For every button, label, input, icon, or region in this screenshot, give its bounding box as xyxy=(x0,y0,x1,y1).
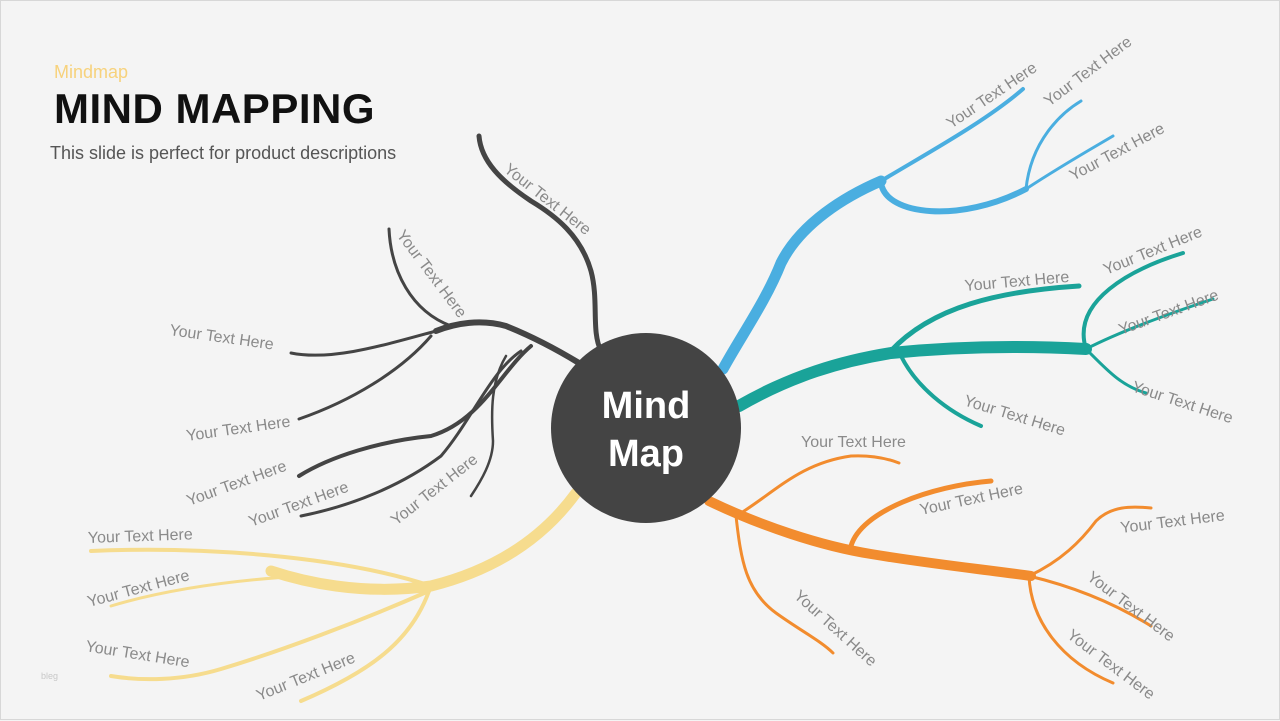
branch-blue-stem-2 xyxy=(878,180,1029,215)
branch-blue xyxy=(717,87,1115,375)
label-teal-4: Your Text Here xyxy=(962,393,1067,440)
labels-blue: Your Text Here Your Text Here Your Text … xyxy=(944,33,1168,184)
branch-dark-trunk-main xyxy=(433,319,582,366)
label-yellow-1: Your Text Here xyxy=(88,526,194,547)
branch-dark-stem-2 xyxy=(289,329,438,357)
branch-orange-stem-5 xyxy=(1027,574,1153,628)
branch-dark-stem-6 xyxy=(469,354,508,498)
label-dark-4: Your Text Here xyxy=(185,414,291,445)
label-blue-2: Your Text Here xyxy=(1041,33,1135,110)
branch-blue-stem-3 xyxy=(1024,99,1083,191)
branch-yellow-stem-1 xyxy=(89,547,433,588)
center-label-line2: Map xyxy=(608,433,684,475)
branch-orange-stem-3 xyxy=(734,514,835,655)
branch-orange xyxy=(704,454,1153,685)
label-blue-1: Your Text Here xyxy=(944,59,1041,132)
label-dark-6: Your Text Here xyxy=(247,479,352,531)
label-orange-5: Your Text Here xyxy=(1084,569,1178,646)
label-teal-5: Your Text Here xyxy=(1130,379,1235,428)
branch-teal-stem-5 xyxy=(1084,347,1148,395)
branch-yellow-stem-2 xyxy=(109,574,303,608)
branch-orange-stem-2 xyxy=(848,478,994,549)
center-label-line1: Mind xyxy=(602,385,691,427)
page-subtitle: This slide is perfect for product descri… xyxy=(50,143,397,163)
branch-orange-stem-6 xyxy=(1027,574,1115,685)
label-orange-1: Your Text Here xyxy=(801,434,906,451)
label-blue-3: Your Text Here xyxy=(1067,120,1168,184)
label-orange-6: Your Text Here xyxy=(1064,627,1158,704)
label-dark-1: Your Text Here xyxy=(501,161,594,239)
branch-yellow-stem-4 xyxy=(299,589,431,703)
label-teal-2: Your Text Here xyxy=(1101,224,1205,279)
label-orange-4: Your Text Here xyxy=(790,587,879,670)
branch-teal-stem-1 xyxy=(886,283,1082,356)
branch-dark-trunk-up xyxy=(476,133,604,354)
label-dark-2: Your Text Here xyxy=(393,227,470,321)
branch-dark-stem-4 xyxy=(297,344,533,478)
branch-blue-trunk xyxy=(717,175,887,375)
eyebrow-label: Mindmap xyxy=(54,62,129,82)
branch-orange-stem-1 xyxy=(739,454,901,515)
branch-teal-stem-3 xyxy=(1081,251,1185,351)
page-title: MIND MAPPING xyxy=(54,85,375,132)
branch-teal xyxy=(733,251,1215,428)
branch-blue-stem-1 xyxy=(879,87,1025,183)
branch-dark xyxy=(289,133,604,518)
label-dark-5: Your Text Here xyxy=(185,458,290,510)
center-node: Mind Map xyxy=(551,333,741,523)
label-orange-3: Your Text Here xyxy=(1119,507,1225,537)
labels-teal: Your Text Here Your Text Here Your Text … xyxy=(962,224,1235,440)
watermark: bleg xyxy=(41,671,59,681)
label-yellow-3: Your Text Here xyxy=(84,638,190,671)
label-dark-7: Your Text Here xyxy=(388,451,481,529)
branch-orange-stem-4 xyxy=(1027,505,1153,578)
label-dark-3: Your Text Here xyxy=(168,322,274,353)
branch-teal-stem-2 xyxy=(899,354,983,428)
branch-orange-trunk xyxy=(704,496,1036,581)
branch-yellow xyxy=(89,487,582,703)
branch-dark-stem-3 xyxy=(297,334,433,421)
label-yellow-2: Your Text Here xyxy=(86,567,192,611)
label-teal-3: Your Text Here xyxy=(1117,287,1222,339)
branch-blue-stem-4 xyxy=(1024,134,1115,191)
branch-dark-stem-5 xyxy=(299,349,523,518)
label-orange-2: Your Text Here xyxy=(918,480,1024,518)
branch-dark-stem-1 xyxy=(387,227,453,328)
branch-yellow-stem-3 xyxy=(109,589,431,682)
label-yellow-4: Your Text Here xyxy=(254,650,358,705)
center-circle xyxy=(551,333,741,523)
branch-teal-stem-4 xyxy=(1084,297,1215,351)
